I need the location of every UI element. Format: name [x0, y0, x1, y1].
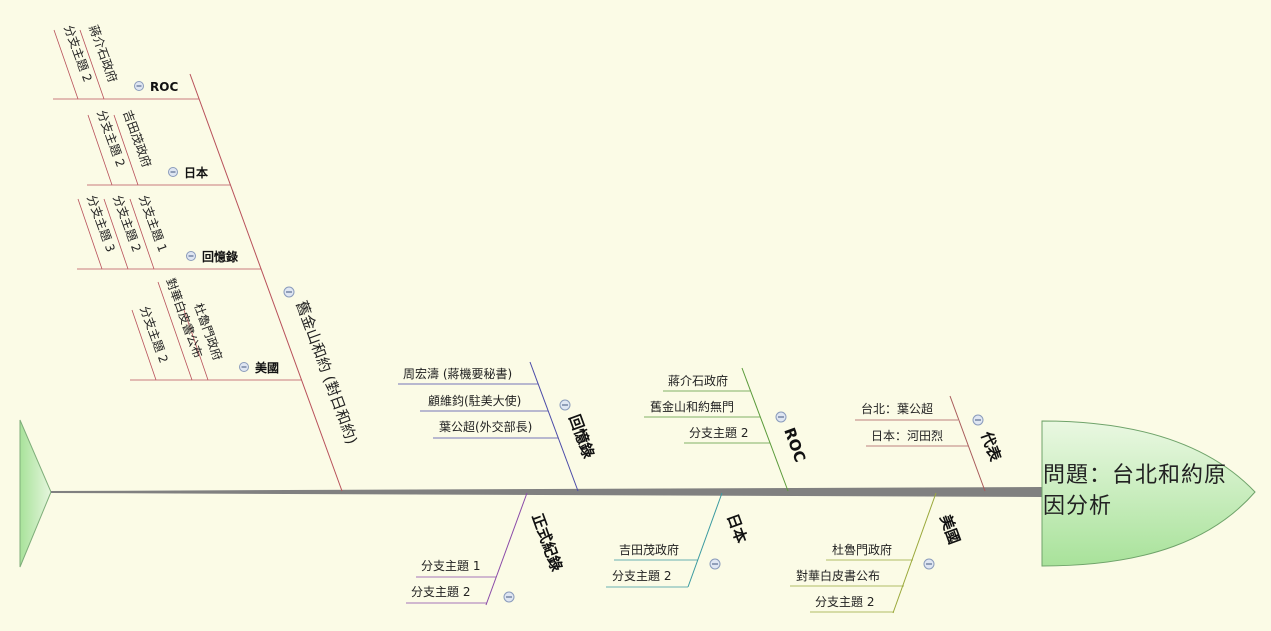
bone-label-official: 正式紀錄 — [528, 511, 565, 574]
bone-label-sf: 舊金山和約 (對日和約) — [292, 298, 361, 447]
collapse-toggle-usa-sub[interactable] — [239, 362, 249, 372]
item-label: 分支主題 2 — [411, 585, 470, 599]
item-label: 對華白皮書公布 — [796, 568, 880, 583]
bone-label-rep: 代表 — [977, 428, 1005, 464]
item-label: 分支主題 2 — [689, 426, 748, 440]
bone-memoir: 周宏濤 (蔣機要秘書) 顧維鈞(駐美大使) 葉公超(外交部長) 回憶錄 — [398, 361, 598, 492]
item-label: 顧維鈞(駐美大使) — [428, 393, 521, 408]
bone-label-memoir: 回憶錄 — [565, 412, 597, 460]
collapse-toggle-rep[interactable] — [972, 414, 984, 426]
item-label: 舊金山和約無門 — [650, 399, 734, 414]
fish-spine — [51, 487, 1042, 497]
bone-japan: 吉田茂政府 分支主題 2 日本 — [606, 492, 750, 588]
collapse-toggle-japan[interactable] — [168, 167, 178, 177]
item-label: 台北：葉公超 — [861, 401, 933, 416]
item-label: 葉公超(外交部長) — [439, 419, 532, 434]
item-label: 杜魯門政府 — [832, 542, 892, 557]
item-label: 分支主題 2 — [612, 569, 671, 583]
bone-official: 分支主題 1 分支主題 2 正式紀錄 — [406, 492, 566, 606]
item-label: 日本：河田烈 — [871, 429, 943, 443]
collapse-toggle-memoir-sub[interactable] — [186, 251, 196, 261]
collapse-toggle-official[interactable] — [503, 591, 515, 603]
sub-bone-japan: 吉田茂政府 分支主題 2 日本 — [87, 108, 230, 186]
collapse-toggle-japan-bottom[interactable] — [709, 558, 721, 570]
bone-label-roc: ROC — [780, 425, 809, 464]
item-label: 分支主題 1 — [421, 559, 480, 573]
collapse-toggle-roc-top[interactable] — [775, 411, 787, 423]
sub-label-roc: ROC — [150, 80, 178, 94]
item-label: 分支主題 2 — [815, 595, 874, 609]
collapse-toggle-roc[interactable] — [134, 81, 144, 91]
collapse-toggle-memoir[interactable] — [559, 399, 571, 411]
bone-rep: 台北：葉公超 日本：河田烈 代表 — [855, 395, 1005, 492]
item-label: 分支主題 2 — [137, 304, 170, 365]
item-label: 吉田茂政府 — [619, 542, 679, 557]
bone-sf: 舊金山和約 (對日和約) 蔣介石政府 分支主題 2 ROC 吉田茂政府 — [53, 23, 361, 492]
problem-title: 問題：台北和約原因分析 — [1043, 463, 1228, 519]
collapse-toggle-sf[interactable] — [283, 286, 295, 298]
item-label: 蔣介石政府 — [668, 373, 728, 388]
fish-head — [1041, 420, 1256, 567]
sub-bone-memoir: 分支主題 1 分支主題 2 分支主題 3 回憶錄 — [77, 193, 261, 270]
bone-roc: 蔣介石政府 舊金山和約無門 分支主題 2 ROC — [644, 367, 809, 492]
bone-label-japan: 日本 — [723, 511, 750, 545]
sub-bone-usa: 杜魯門政府 對華白皮書公布 分支主題 2 美國 — [130, 276, 302, 381]
sub-label-usa: 美國 — [255, 360, 279, 375]
collapse-toggle-usa[interactable] — [923, 558, 935, 570]
item-label: 周宏濤 (蔣機要秘書) — [403, 366, 512, 381]
sub-label-japan: 日本 — [184, 165, 208, 180]
bone-usa: 杜魯門政府 對華白皮書公布 分支主題 2 美國 — [790, 492, 963, 614]
fish-tail — [19, 419, 52, 568]
sub-bone-roc: 蔣介石政府 分支主題 2 ROC — [53, 23, 199, 100]
bone-label-usa: 美國 — [936, 512, 963, 546]
sub-label-memoir: 回憶錄 — [202, 249, 238, 264]
